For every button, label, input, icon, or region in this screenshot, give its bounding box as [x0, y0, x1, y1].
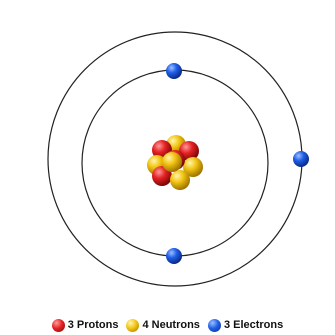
legend-protons-label: 3 Protons	[67, 319, 119, 331]
legend-neutrons: 4 Neutrons	[126, 318, 200, 332]
neutron	[170, 170, 190, 190]
electron	[293, 151, 309, 167]
neutron-swatch-icon	[126, 318, 140, 332]
legend-protons: 3 Protons	[51, 318, 119, 332]
neutron	[162, 152, 182, 172]
neutron	[183, 157, 203, 177]
electron-swatch-icon	[207, 318, 221, 332]
legend-electrons-label: 3 Electrons	[223, 319, 284, 331]
proton	[152, 166, 172, 186]
nucleus	[147, 135, 203, 190]
electron	[166, 248, 182, 264]
electrons	[166, 63, 309, 264]
legend-electrons: 3 Electrons	[207, 318, 284, 332]
electron	[166, 63, 182, 79]
legend: 3 Protons 4 Neutrons 3 Electrons	[0, 316, 335, 334]
proton-swatch-icon	[51, 318, 65, 332]
legend-neutrons-label: 4 Neutrons	[142, 319, 200, 331]
